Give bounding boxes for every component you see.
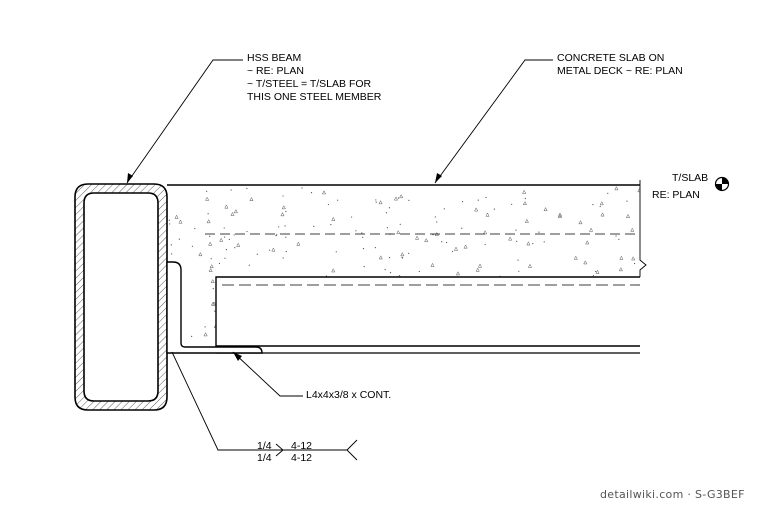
watermark: detailwiki.com · S-G3BEF: [600, 488, 745, 501]
slab-line-1: CONCRETE SLAB ON: [557, 52, 665, 64]
elevation-label: T/SLAB: [672, 172, 708, 185]
elevation-marker-icon: [714, 176, 730, 192]
angle-section: [166, 261, 263, 354]
hss-beam-line-3: ~ T/STEEL = T/SLAB FOR: [247, 78, 372, 90]
weld-size-bottom: 1/4: [257, 452, 272, 464]
hss-beam-line-1: HSS BEAM: [247, 52, 302, 64]
hss-beam-line-2: ~ RE: PLAN: [247, 65, 304, 77]
weld-length-bottom: 4-12: [291, 452, 313, 464]
leaders: [126, 59, 553, 451]
elevation-line-1: T/SLAB: [672, 172, 709, 184]
weld-length-top: 4-12: [291, 440, 313, 452]
leader-arrowheads: [127, 173, 442, 361]
watermark-separator: ·: [687, 488, 692, 501]
metal-deck: [215, 276, 640, 354]
angle-note: L4x4x3/8 x CONT.: [306, 389, 392, 401]
watermark-site: detailwiki.com: [600, 488, 684, 501]
elevation-line-2: RE: PLAN: [652, 189, 700, 201]
elevation-ref: RE: PLAN: [652, 189, 700, 202]
slab-note: CONCRETE SLAB ON METAL DECK ~ RE: PLAN: [557, 52, 683, 78]
hss-beam-note: HSS BEAM ~ RE: PLAN ~ T/STEEL = T/SLAB F…: [247, 52, 381, 104]
watermark-code: S-G3BEF: [694, 488, 745, 501]
weld-symbol: [250, 439, 358, 461]
hss-beam: [74, 183, 168, 411]
concrete-stipple: [168, 186, 640, 345]
weld-size-top: 1/4: [257, 440, 272, 452]
slab-line-2: METAL DECK ~ RE: PLAN: [557, 65, 683, 77]
break-line: [639, 180, 647, 277]
hss-beam-line-4: THIS ONE STEEL MEMBER: [247, 91, 382, 103]
